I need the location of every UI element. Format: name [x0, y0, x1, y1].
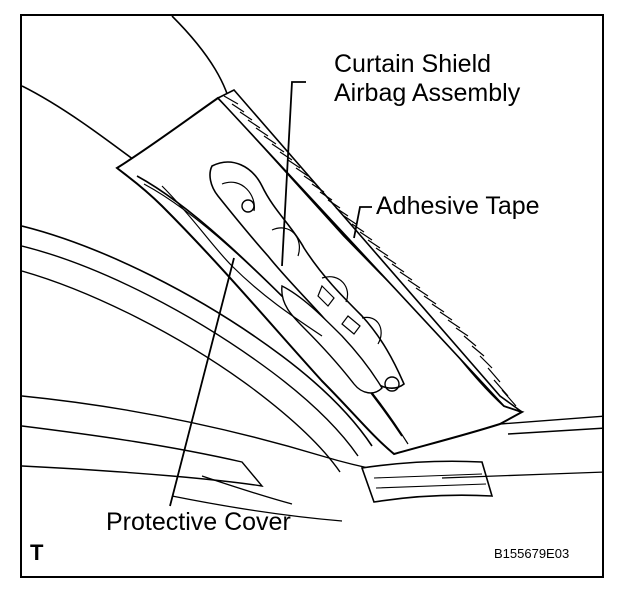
dash-right-line — [499, 415, 602, 435]
illustration-frame: Curtain Shield Airbag Assembly Adhesive … — [20, 14, 604, 578]
curtain-shield-label: Curtain Shield Airbag Assembly — [334, 50, 520, 108]
dash-vent — [360, 460, 494, 503]
dash-panel-1 — [22, 425, 264, 487]
dash-lower-curve — [171, 475, 343, 522]
figure-code: B155679E03 — [494, 546, 570, 561]
windshield-base-curve-1 — [22, 225, 373, 447]
dash-right-lower — [441, 471, 602, 479]
curtain-label-line2: Airbag Assembly — [334, 78, 521, 107]
protective-cover-label: Protective Cover — [106, 508, 291, 536]
pillar-illustration — [22, 16, 602, 522]
adhesive-tape-label: Adhesive Tape — [376, 192, 540, 220]
windshield-base-curve-2 — [22, 245, 359, 457]
curtain-label-line1: Curtain Shield — [334, 50, 492, 78]
windshield-base-curve-3 — [22, 270, 341, 473]
adhesive-tape-strip — [216, 89, 523, 413]
dash-vent-inner — [373, 473, 487, 489]
curtain-leader-line — [281, 81, 306, 267]
adhesive-leader-line — [353, 206, 372, 239]
upper-left-contour — [22, 85, 143, 167]
curtain-airbag-body — [209, 161, 405, 394]
corner-letter: T — [30, 540, 44, 565]
cover-leader-line — [169, 257, 235, 507]
